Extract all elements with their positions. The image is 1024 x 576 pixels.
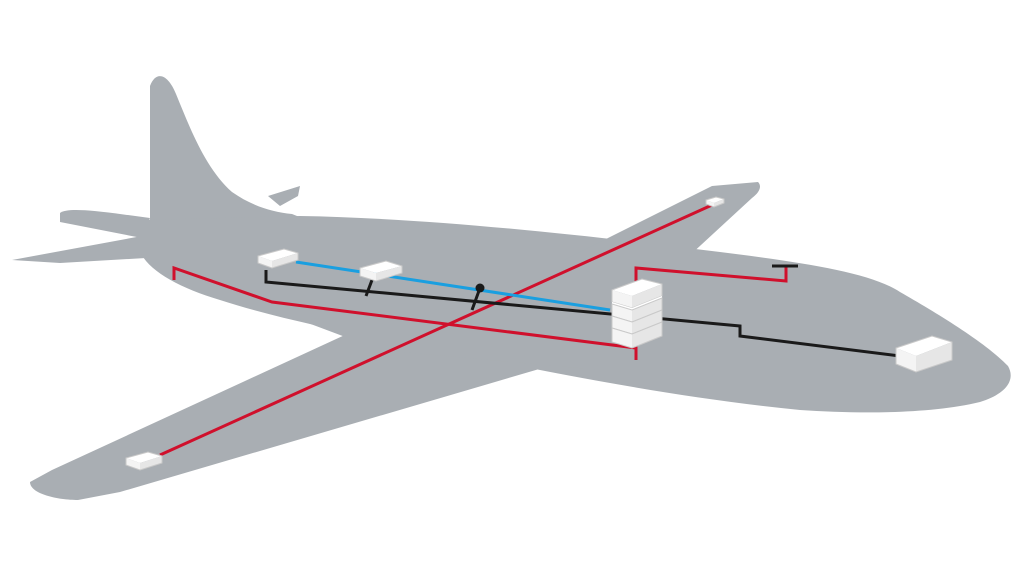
near-wing [30,328,570,500]
cabin-unit-mid [359,260,403,282]
junction-node [475,283,485,293]
power-line-tail-to-rack [172,265,638,360]
airframe [12,76,1011,500]
far-wing [560,182,760,292]
right-wingtip-unit [705,196,725,208]
horizontal-stabilizer [12,236,146,263]
left-wingtip-unit [125,451,163,471]
nose-unit [895,335,953,373]
dorsal-fairing [268,186,300,206]
power-line-rack-to-forward [634,266,788,286]
tail-fin [150,76,322,240]
data-bus-main [264,270,901,358]
units [125,196,953,471]
cabin-unit-aft [257,248,299,269]
horizontal-stabilizer-upper [60,210,150,238]
central-rack [611,278,663,349]
data-bus-drop-mid-unit [364,279,374,297]
wiring [159,203,901,457]
power-line-wing-to-wing [159,203,713,457]
signal-line-cabin-to-rack [295,260,611,312]
wing-root [300,300,600,370]
rack-unit [611,321,663,349]
